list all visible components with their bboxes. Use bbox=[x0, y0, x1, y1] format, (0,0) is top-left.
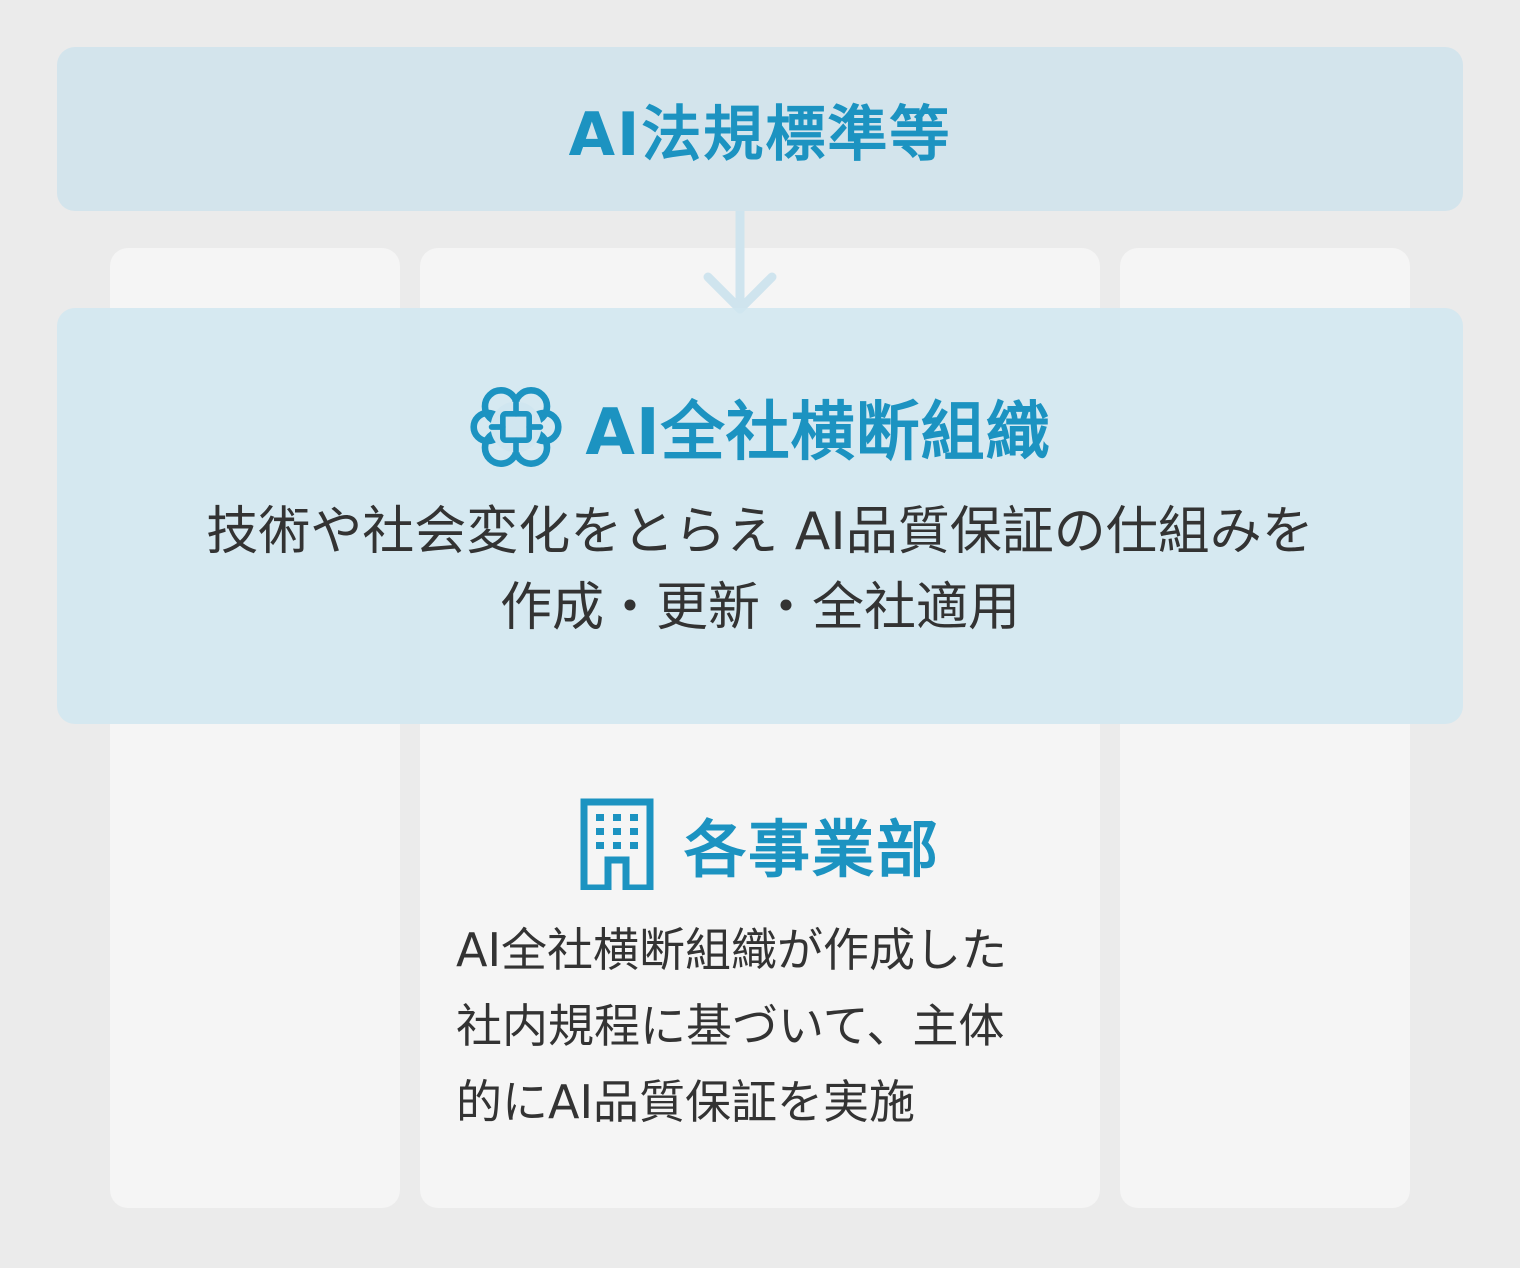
building-icon bbox=[580, 798, 654, 890]
department-header: 各事業部 bbox=[420, 798, 1100, 890]
regulations-title: AI法規標準等 bbox=[568, 99, 952, 170]
department-title: 各事業部 bbox=[683, 813, 940, 886]
cross-org-box: AI全社横断組織 技術や社会変化をとらえ AI品質保証の仕組みを 作成・更新・全… bbox=[57, 308, 1463, 724]
cross-org-header: AI全社横断組織 bbox=[57, 380, 1463, 474]
down-arrow-icon bbox=[703, 211, 777, 314]
cross-org-description: 技術や社会変化をとらえ AI品質保証の仕組みを 作成・更新・全社適用 bbox=[206, 502, 1314, 638]
cross-org-title: AI全社横断組織 bbox=[585, 396, 1051, 470]
brain-icon bbox=[470, 387, 562, 467]
regulations-box: AI法規標準等 bbox=[57, 47, 1463, 211]
department-description: AI全社横断組織が作成した 社内規程に基づいて、主体 的にAI品質保証を実施 bbox=[456, 923, 1008, 1129]
